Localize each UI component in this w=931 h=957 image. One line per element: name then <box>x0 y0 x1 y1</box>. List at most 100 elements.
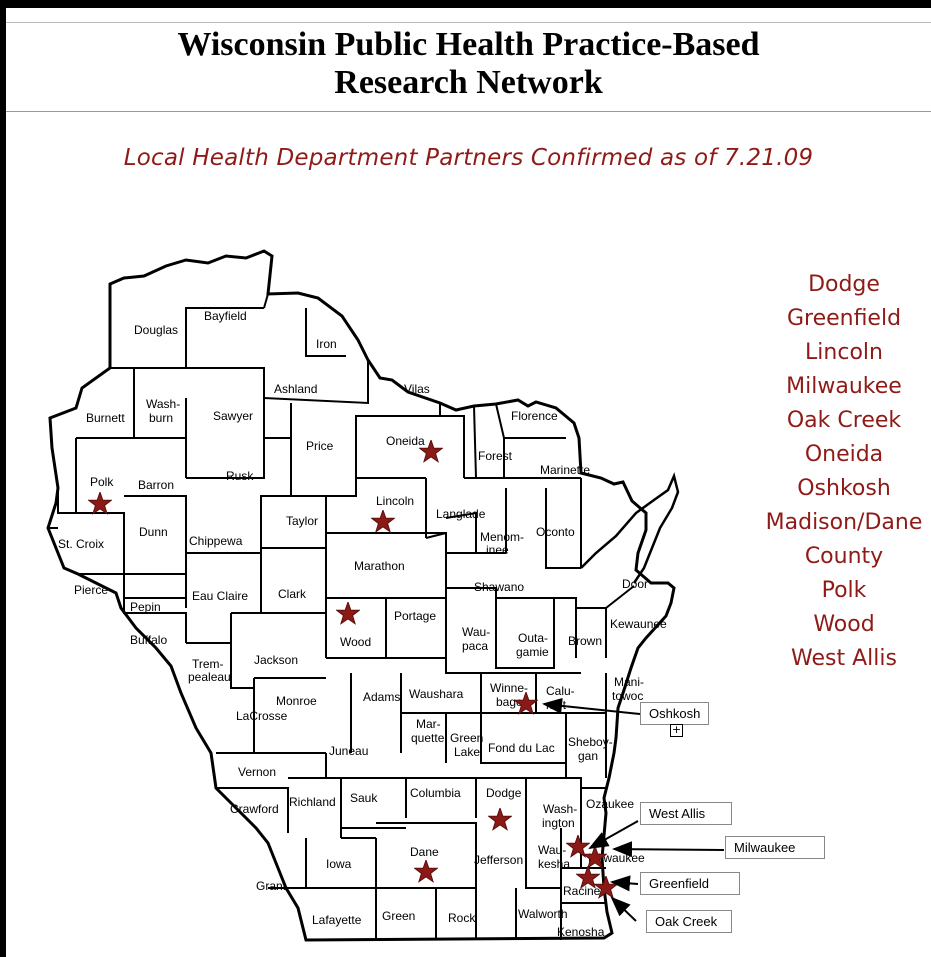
title-divider <box>6 111 931 112</box>
county-label: Trem- <box>192 657 224 671</box>
partner-item: County <box>804 544 884 569</box>
callout-milwaukee: Milwaukee <box>725 836 825 859</box>
star-icon <box>336 602 360 625</box>
county-label: Mani- <box>614 675 644 689</box>
arrow-milwaukee <box>612 841 725 858</box>
county-label: Vernon <box>238 765 276 779</box>
county-label: towoc <box>612 689 643 703</box>
county-label: Columbia <box>410 786 461 800</box>
county-label: Jefferson <box>474 853 523 867</box>
county-label: Fond du Lac <box>488 741 555 755</box>
callout-oak-creek: Oak Creek <box>646 910 732 933</box>
county-label: Calu- <box>546 684 575 698</box>
county-label: Waushara <box>409 687 464 701</box>
county-label: Menom- <box>480 530 524 544</box>
partner-list: Dodge Greenfield Lincoln Milwaukee Oak C… <box>754 268 931 676</box>
county-label: Shawano <box>474 580 524 594</box>
county-label: Door <box>622 577 648 591</box>
county-label: Juneau <box>329 744 368 758</box>
county-label: Crawford <box>230 802 279 816</box>
county-label: Buffalo <box>130 633 167 647</box>
county-label: Oneida <box>386 434 425 448</box>
county-label: Lincoln <box>376 494 414 508</box>
county-label: Rock <box>448 911 476 925</box>
county-label: St. Croix <box>58 537 104 551</box>
county-label: Kenosha <box>557 925 605 939</box>
callout-west-allis: West Allis <box>640 802 732 825</box>
county-label: Taylor <box>286 514 318 528</box>
partner-item: Oneida <box>804 442 884 467</box>
county-label: bago <box>496 695 523 709</box>
county-label: Marathon <box>354 559 405 573</box>
county-label: Kewaunee <box>610 617 667 631</box>
county-label: Dodge <box>486 786 522 800</box>
county-label: Lake <box>454 745 480 759</box>
arrow-greenfield <box>610 875 639 892</box>
title-line-1: Wisconsin Public Health Practice-Based <box>177 26 760 63</box>
county-label: Dunn <box>139 525 168 539</box>
partner-item: Wood <box>813 612 875 637</box>
county-label: Chippewa <box>189 534 243 548</box>
county-label: Green <box>382 909 415 923</box>
county-label: Portage <box>394 609 436 623</box>
county-label: Barron <box>138 478 174 492</box>
county-label: Outa- <box>518 631 548 645</box>
county-label: burn <box>149 411 173 425</box>
county-labels: Douglas Bayfield Iron Ashland Vilas Flor… <box>58 309 667 939</box>
arrow-west-allis <box>588 820 639 849</box>
county-label: Clark <box>278 587 307 601</box>
county-label: Pierce <box>74 583 108 597</box>
partner-item: Oak Creek <box>786 408 902 433</box>
county-label: Vilas <box>404 382 430 396</box>
county-label: inee <box>486 543 509 557</box>
county-label: kesha <box>538 857 570 871</box>
county-label: ington <box>542 816 575 830</box>
county-label: Brown <box>568 634 602 648</box>
county-label: Marinette <box>540 463 590 477</box>
partner-item: Lincoln <box>805 340 883 365</box>
county-label: Wood <box>340 635 371 649</box>
county-label: Pepin <box>130 600 161 614</box>
county-label: Sauk <box>350 791 378 805</box>
county-label: Burnett <box>86 411 125 425</box>
partner-item: Madison/Dane <box>765 510 923 535</box>
state-outline <box>46 249 676 942</box>
star-icon <box>88 492 112 515</box>
callout-oshkosh: Oshkosh <box>640 702 710 725</box>
arrow-oshkosh <box>542 697 641 715</box>
title-line-2: Research Network <box>334 64 603 101</box>
county-label: Jackson <box>254 653 298 667</box>
county-label: Dane <box>410 845 439 859</box>
county-label: Wash- <box>146 397 180 411</box>
star-icon <box>566 835 590 858</box>
county-label: Iron <box>316 337 337 351</box>
map-subtitle: Local Health Department Partners Confirm… <box>123 145 814 171</box>
partner-item: Oshkosh <box>797 476 891 501</box>
county-label: Forest <box>478 449 513 463</box>
top-divider <box>6 22 931 23</box>
wisconsin-county-map: Douglas Bayfield Iron Ashland Vilas Flor… <box>46 249 725 942</box>
county-label: Wau- <box>538 843 566 857</box>
county-label: Price <box>306 439 334 453</box>
partner-item: Dodge <box>808 272 880 297</box>
partner-item: Greenfield <box>786 306 902 331</box>
county-label: Rusk <box>226 469 254 483</box>
county-label: Lafayette <box>312 913 362 927</box>
county-label: Green <box>450 731 483 745</box>
county-lines <box>48 293 635 940</box>
county-label: Langlade <box>436 507 486 521</box>
county-label: LaCrosse <box>236 709 288 723</box>
county-label: Winne- <box>490 681 528 695</box>
expand-icon[interactable]: + <box>670 723 683 737</box>
county-label: Sheboy- <box>568 735 613 749</box>
county-label: paca <box>462 639 488 653</box>
county-label: Ozaukee <box>586 797 634 811</box>
callout-arrows <box>542 697 725 922</box>
county-label: Florence <box>511 409 558 423</box>
page-frame: Wisconsin Public Health Practice-Based R… <box>6 8 931 957</box>
county-label: Mar- <box>416 717 441 731</box>
page-title: Wisconsin Public Health Practice-Based R… <box>6 26 931 102</box>
arrow-oak-creek <box>610 896 637 922</box>
county-label: Sawyer <box>213 409 253 423</box>
county-label: Grant <box>256 879 287 893</box>
